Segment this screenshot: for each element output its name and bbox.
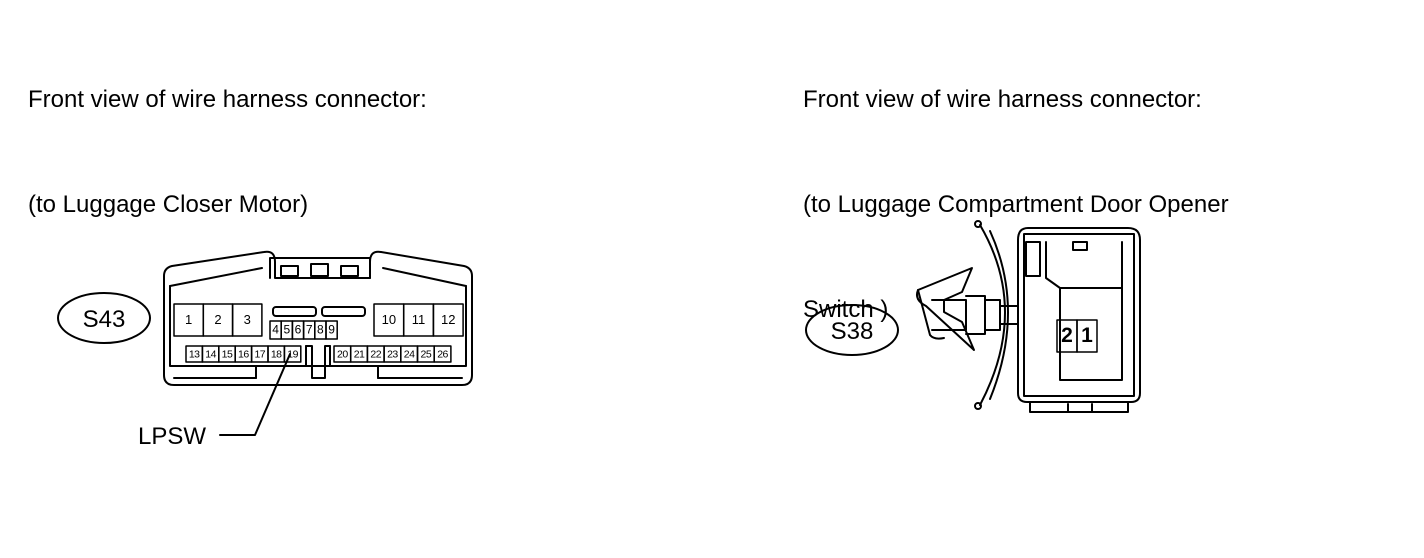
- terminal-number: 1: [1081, 324, 1093, 347]
- connector-id-s43: S43: [83, 306, 126, 333]
- terminal-number: 10: [382, 312, 396, 327]
- terminal-number: 4: [272, 323, 279, 337]
- terminal-number: 23: [387, 348, 398, 360]
- terminal-number: 19: [287, 348, 298, 360]
- terminal-number: 18: [271, 348, 282, 360]
- caption-line: (to Luggage Closer Motor): [28, 191, 309, 218]
- terminal-cavity: [283, 345, 302, 363]
- caption-line: Switch ): [803, 296, 889, 323]
- terminal-number: 12: [441, 312, 455, 327]
- terminal-number: 24: [404, 348, 415, 360]
- terminal-cavity: [1076, 319, 1098, 353]
- terminal-number: 25: [421, 348, 432, 360]
- caption-line: Front view of wire harness connector:: [28, 86, 427, 113]
- terminal-number: 13: [189, 348, 200, 360]
- caption-line: Front view of wire harness connector:: [803, 86, 1202, 113]
- terminal-cavity: [231, 303, 263, 337]
- connector-s38-body: [805, 220, 1141, 413]
- terminal-cavity: [432, 303, 464, 337]
- connector-id-s38: S38: [831, 318, 874, 345]
- connector-id-oval: [57, 292, 151, 344]
- terminal-number: 9: [328, 323, 335, 337]
- caption-line: (to Luggage Compartment Door Opener: [803, 191, 1229, 218]
- connector-s43-body: [57, 250, 473, 386]
- terminal-number: 20: [337, 348, 348, 360]
- caption-luggage-closer-motor: Front view of wire harness connector: (t…: [28, 12, 427, 257]
- terminal-cavity: [325, 320, 338, 340]
- terminal-number: 17: [254, 348, 265, 360]
- caption-door-opener-switch: Front view of wire harness connector: (t…: [803, 12, 1229, 362]
- terminal-number: 1: [185, 312, 192, 327]
- terminal-number: 2: [1061, 324, 1073, 347]
- terminal-cavity: [433, 345, 452, 363]
- lpsw-label: LPSW: [138, 423, 206, 450]
- terminal-number: 6: [295, 323, 302, 337]
- connector-id-oval: [805, 304, 899, 356]
- lpsw-leader-line: [219, 353, 291, 436]
- terminal-number: 16: [238, 348, 249, 360]
- terminal-number: 2: [214, 312, 221, 327]
- terminal-number: 22: [370, 348, 381, 360]
- terminal-number: 3: [244, 312, 251, 327]
- terminal-number: 14: [205, 348, 216, 360]
- terminal-number: 5: [283, 323, 290, 337]
- terminal-number: 15: [222, 348, 233, 360]
- terminal-number: 8: [317, 323, 324, 337]
- terminal-number: 26: [437, 348, 448, 360]
- terminal-number: 21: [354, 348, 365, 360]
- terminal-number: 11: [412, 312, 426, 327]
- terminal-number: 7: [306, 323, 313, 337]
